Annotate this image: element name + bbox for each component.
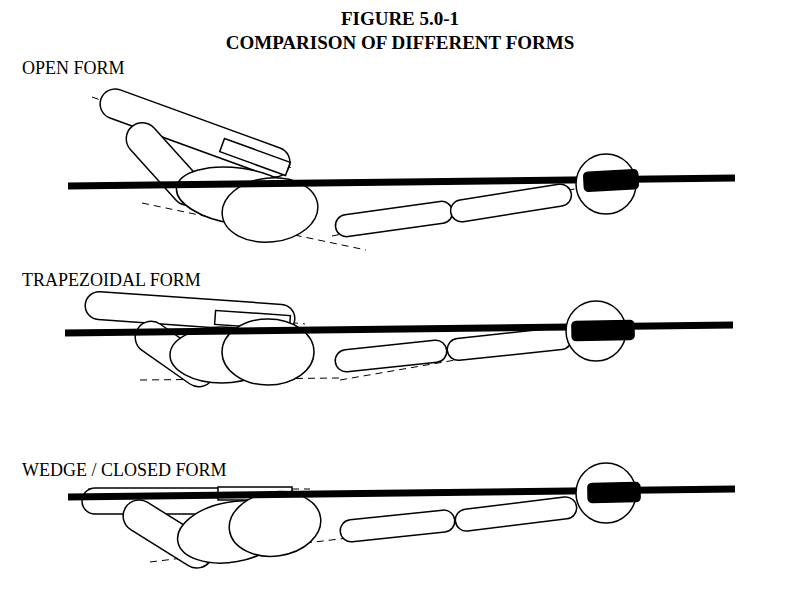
trapezoidal-form-figure xyxy=(84,291,588,393)
helmet-band xyxy=(572,320,634,340)
form-label: WEDGE / CLOSED FORM xyxy=(22,460,227,481)
open-form-figure xyxy=(92,85,590,250)
form-label: OPEN FORM xyxy=(22,58,125,79)
figure-title: FIGURE 5.0-1 xyxy=(341,8,459,30)
form-label: TRAPEZOIDAL FORM xyxy=(22,270,201,291)
figure-caption: COMPARISON OF DIFFERENT FORMS xyxy=(226,32,575,54)
helmet-band xyxy=(588,483,640,503)
helmet-band xyxy=(584,170,639,192)
